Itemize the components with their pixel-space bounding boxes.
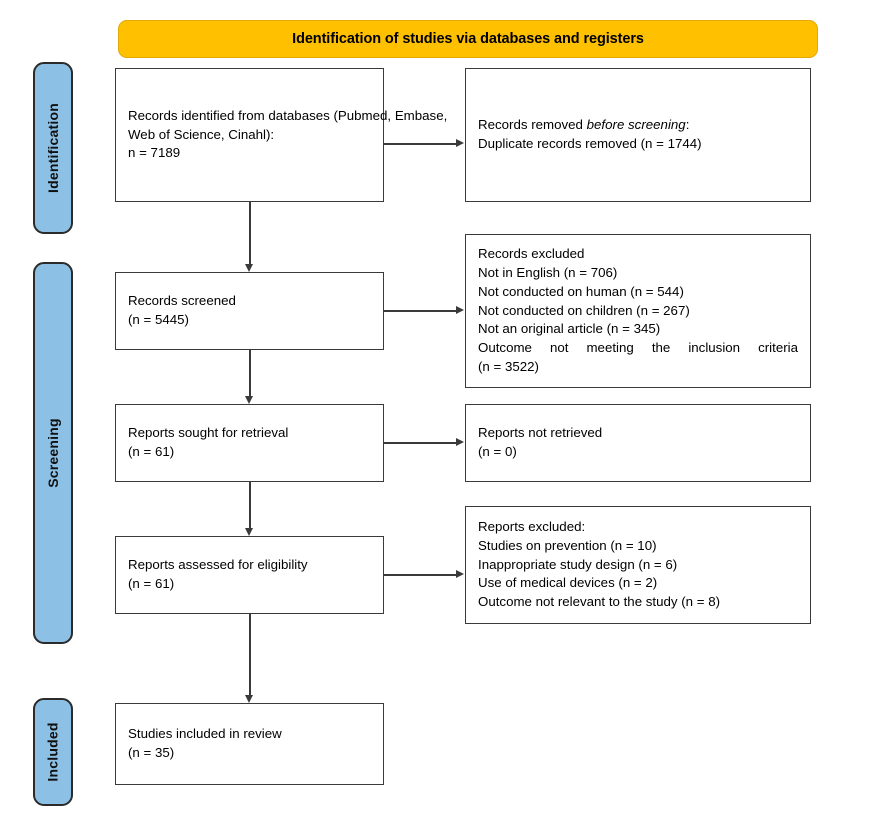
arrowhead-screened-to-records-excluded-icon [456,306,464,314]
box-reports-assessed: Reports assessed for eligibility (n = 61… [115,536,384,614]
connector-assessed-to-reports-excluded [384,574,457,576]
reports-excluded-reason-4: Outcome not relevant to the study (n = 8… [478,594,721,610]
stage-label-identification-text: Identification [45,103,62,193]
reports-assessed-label: Reports assessed for eligibility [128,557,308,573]
stage-label-included: Included [33,698,73,806]
connector-identified-to-removed [384,143,457,145]
records-excluded-title: Records excluded [478,245,585,261]
reports-excluded-reason-3: Use of medical devices (n = 2) [478,575,658,591]
records-removed-suffix: : [685,117,690,133]
connector-sought-to-assessed [249,482,251,528]
box-records-removed: Records removed before screening: Duplic… [465,68,811,202]
records-removed-line1: Records removed before screening: [478,116,798,135]
reports-sought-label: Reports sought for retrieval [128,425,289,441]
stage-label-screening: Screening [33,262,73,644]
records-excluded-reason-5: Outcome not meeting the inclusion criter… [478,340,798,356]
reports-excluded-reason-1: Studies on prevention (n = 10) [478,537,657,553]
records-screened-count: (n = 5445) [128,312,189,327]
stage-label-identification: Identification [33,62,73,234]
stage-label-screening-text: Screening [45,418,61,488]
reports-excluded-reason-2: Inappropriate study design (n = 6) [478,556,678,572]
records-excluded-reason-2: Not conducted on human (n = 544) [478,283,684,299]
arrowhead-identified-to-screened-icon [245,264,253,272]
studies-included-count: (n = 35) [128,745,175,760]
box-studies-included: Studies included in review (n = 35) [115,703,384,785]
connector-assessed-to-included [249,614,251,695]
box-records-screened: Records screened (n = 5445) [115,272,384,350]
connector-screened-to-records-excluded [384,310,457,312]
records-removed-prefix: Records removed [478,117,587,133]
arrowhead-sought-to-not-retrieved-icon [456,438,464,446]
reports-sought-count: (n = 61) [128,444,175,459]
stage-label-included-text: Included [45,722,62,782]
arrowhead-identified-to-removed-icon [456,139,464,147]
records-excluded-reason-1: Not in English (n = 706) [478,264,618,280]
box-reports-not-retrieved: Reports not retrieved (n = 0) [465,404,811,482]
reports-assessed-count: (n = 61) [128,576,175,591]
reports-excluded-title: Reports excluded: [478,518,586,534]
arrowhead-assessed-to-included-icon [245,695,253,703]
arrowhead-screened-to-sought-icon [245,396,253,404]
reports-not-retrieved-label: Reports not retrieved [478,425,603,441]
connector-sought-to-not-retrieved [384,442,457,444]
box-reports-sought: Reports sought for retrieval (n = 61) [115,404,384,482]
box-records-identified: Records identified from databases (Pubme… [115,68,447,202]
arrowhead-sought-to-assessed-icon [245,528,253,536]
records-excluded-reason-4: Not an original article (n = 345) [478,321,661,337]
records-removed-duplicates: Duplicate records removed (n = 1744) [478,136,702,151]
records-identified-count: n = 7189 [128,145,181,161]
records-identified-line2: Web of Science, Cinahl): [128,126,275,142]
connector-screened-to-sought [249,350,251,396]
records-excluded-reason-5-count: (n = 3522) [478,359,539,375]
records-removed-italic: before screening [586,117,686,133]
records-identified-line1: Records identified from databases (Pubme… [128,107,448,123]
box-reports-excluded: Reports excluded: Studies on prevention … [465,506,811,624]
studies-included-label: Studies included in review [128,726,282,742]
banner-title: Identification of studies via databases … [292,31,644,47]
identification-banner: Identification of studies via databases … [118,20,818,58]
reports-not-retrieved-count: (n = 0) [478,444,517,459]
records-excluded-reason-3: Not conducted on children (n = 267) [478,302,690,318]
arrowhead-assessed-to-reports-excluded-icon [456,570,464,578]
connector-identified-to-screened [249,202,251,264]
box-records-excluded: Records excluded Not in English (n = 706… [465,234,811,388]
records-screened-label: Records screened [128,293,236,309]
